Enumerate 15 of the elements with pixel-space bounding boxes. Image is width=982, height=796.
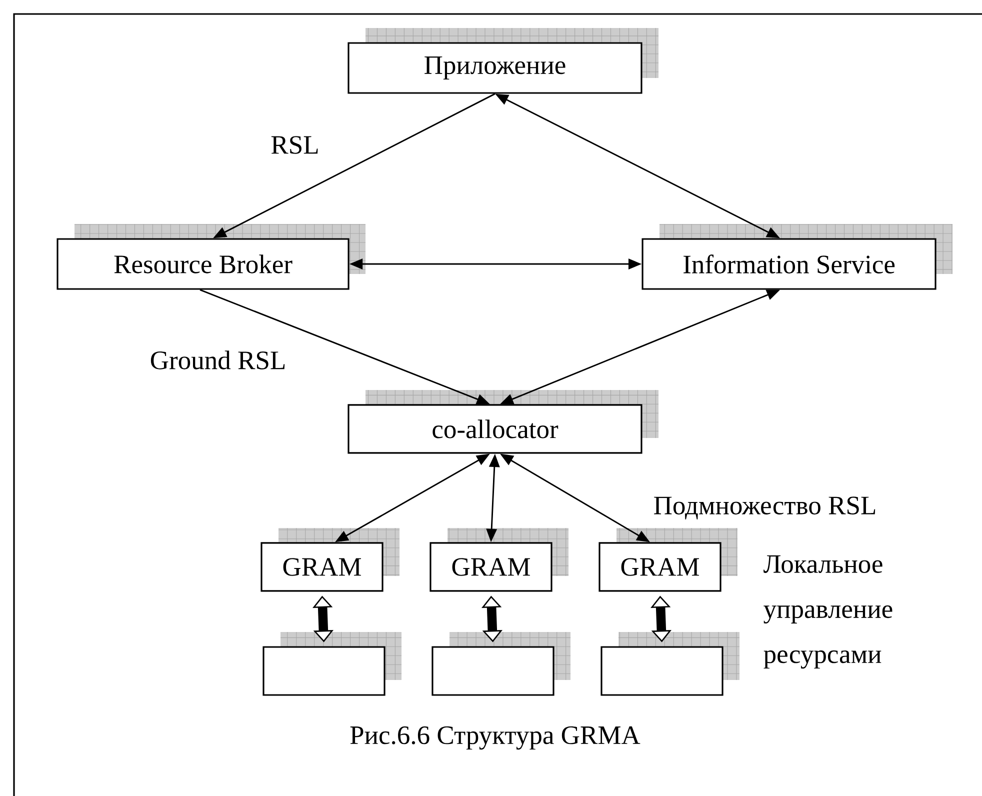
- annotation-text: Подмножество RSL: [654, 496, 876, 520]
- caption: Рис.6.6 Структура GRMA: [350, 726, 640, 750]
- edge-label: Ground RSL: [150, 350, 285, 370]
- annotation-text: Локальное управление ресурсами: [764, 555, 892, 669]
- edge-label: RSL: [271, 136, 318, 154]
- process-box: GRAM: [260, 528, 400, 592]
- process-box: Приложение: [348, 28, 658, 94]
- process-box: GRAM: [598, 528, 738, 592]
- box: [432, 632, 570, 696]
- box: [262, 632, 402, 696]
- process-box: co-allocator: [348, 390, 658, 454]
- box: [600, 632, 740, 696]
- process-box: GRAM: [430, 528, 568, 592]
- process-box: Information Service: [642, 224, 952, 290]
- process-box: Resource Broker: [56, 224, 366, 290]
